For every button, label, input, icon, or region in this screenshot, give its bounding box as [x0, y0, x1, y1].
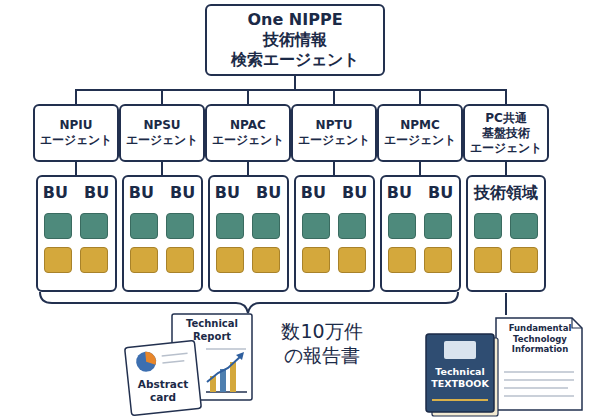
- node-text: BU: [215, 183, 240, 203]
- unit-tile: [44, 247, 72, 273]
- unit-tile: [80, 213, 108, 239]
- domain-group-box: BU BU: [294, 175, 375, 292]
- domain-group-box: BU BU: [36, 175, 117, 292]
- domain-group-box: BU BU: [208, 175, 289, 292]
- document-title: Fundamental Technology Information: [501, 323, 579, 355]
- text-line: [504, 371, 574, 373]
- unit-tile: [216, 213, 244, 239]
- count-note: 数10万件 の報告書: [270, 320, 374, 368]
- node-text: BU: [387, 183, 412, 203]
- node-text: NPIU エージェント: [40, 118, 112, 148]
- node-text: NPSU エージェント: [126, 118, 198, 148]
- unit-tile: [424, 213, 452, 239]
- unit-tile: [474, 213, 502, 239]
- connector-line: [419, 162, 421, 175]
- unit-tile: [510, 213, 538, 239]
- node-text: BU: [170, 183, 195, 203]
- connector-line: [247, 162, 249, 175]
- chart-arrowhead: [236, 352, 244, 360]
- unit-tile: [80, 247, 108, 273]
- connector-line: [333, 162, 335, 175]
- unit-tile: [216, 247, 244, 273]
- unit-tile: [166, 247, 194, 273]
- root-agent-box: One NIPPE 技術情報 検索エージェント: [205, 4, 385, 76]
- node-text: BU: [129, 183, 154, 203]
- agent-box: PC共通 基盤技術 エージェント: [463, 104, 549, 162]
- document-title: Technical TEXTBOOK: [427, 366, 493, 390]
- unit-tile: [474, 247, 502, 273]
- unit-tile: [338, 213, 366, 239]
- text-line: [206, 348, 246, 350]
- node-text: PC共通 基盤技術 エージェント: [470, 111, 542, 156]
- abstract-card: [125, 341, 202, 416]
- node-text: NPAC エージェント: [212, 118, 284, 148]
- unit-tile: [510, 247, 538, 273]
- agent-box: NPTU エージェント: [291, 104, 377, 162]
- text-line: [504, 387, 568, 389]
- connector-line: [505, 162, 507, 175]
- pie-slice: [145, 351, 156, 366]
- pie-chart: [135, 351, 157, 373]
- connector-line: [248, 76, 295, 104]
- sheet-fold: [572, 318, 582, 328]
- leader-line: [505, 293, 507, 315]
- node-text: BU: [428, 183, 453, 203]
- node-text: BU: [43, 183, 68, 203]
- unit-tile: [130, 247, 158, 273]
- text-line: [162, 361, 184, 363]
- unit-tile: [338, 247, 366, 273]
- unit-tile: [302, 247, 330, 273]
- agent-box: NPAC エージェント: [205, 104, 291, 162]
- agent-box: NPSU エージェント: [119, 104, 205, 162]
- agent-box: NPMC エージェント: [377, 104, 463, 162]
- unit-tile: [424, 247, 452, 273]
- connector-line: [295, 76, 506, 104]
- agent-box: NPIU エージェント: [33, 104, 119, 162]
- domain-group-box: BU BU: [380, 175, 461, 292]
- text-line: [162, 353, 188, 356]
- domain-group-box: BU BU: [122, 175, 203, 292]
- book-stripe: [432, 399, 488, 401]
- document-title: Abstract card: [131, 378, 195, 404]
- text-line: [504, 395, 574, 397]
- node-text: BU: [84, 183, 109, 203]
- card-sheet: [125, 341, 202, 416]
- unit-tile: [388, 247, 416, 273]
- connector-line: [76, 76, 295, 104]
- chart-trend: [207, 356, 241, 382]
- info-sheet: [496, 318, 582, 410]
- book-emblem: [444, 341, 476, 359]
- unit-tile: [252, 247, 280, 273]
- node-text: BU: [256, 183, 281, 203]
- unit-tile: [44, 213, 72, 239]
- node-text: 技術領域: [474, 183, 538, 203]
- book-cover: [426, 334, 494, 412]
- unit-tile: [388, 213, 416, 239]
- connector-line: [161, 162, 163, 175]
- connector-line: [162, 76, 295, 104]
- node-text: NPMC エージェント: [384, 118, 456, 148]
- node-text: NPTU エージェント: [298, 118, 370, 148]
- node-text: One NIPPE 技術情報 検索エージェント: [220, 10, 370, 70]
- unit-tile: [302, 213, 330, 239]
- text-line: [504, 379, 574, 381]
- node-text: BU: [342, 183, 367, 203]
- connector-line: [75, 162, 77, 175]
- node-text: BU: [301, 183, 326, 203]
- unit-tile: [166, 213, 194, 239]
- domain-group-box: 技術領域: [466, 175, 546, 292]
- group-brace: [40, 292, 458, 313]
- unit-tile: [130, 213, 158, 239]
- document-title: Technical Report: [176, 318, 248, 343]
- unit-tile: [252, 213, 280, 239]
